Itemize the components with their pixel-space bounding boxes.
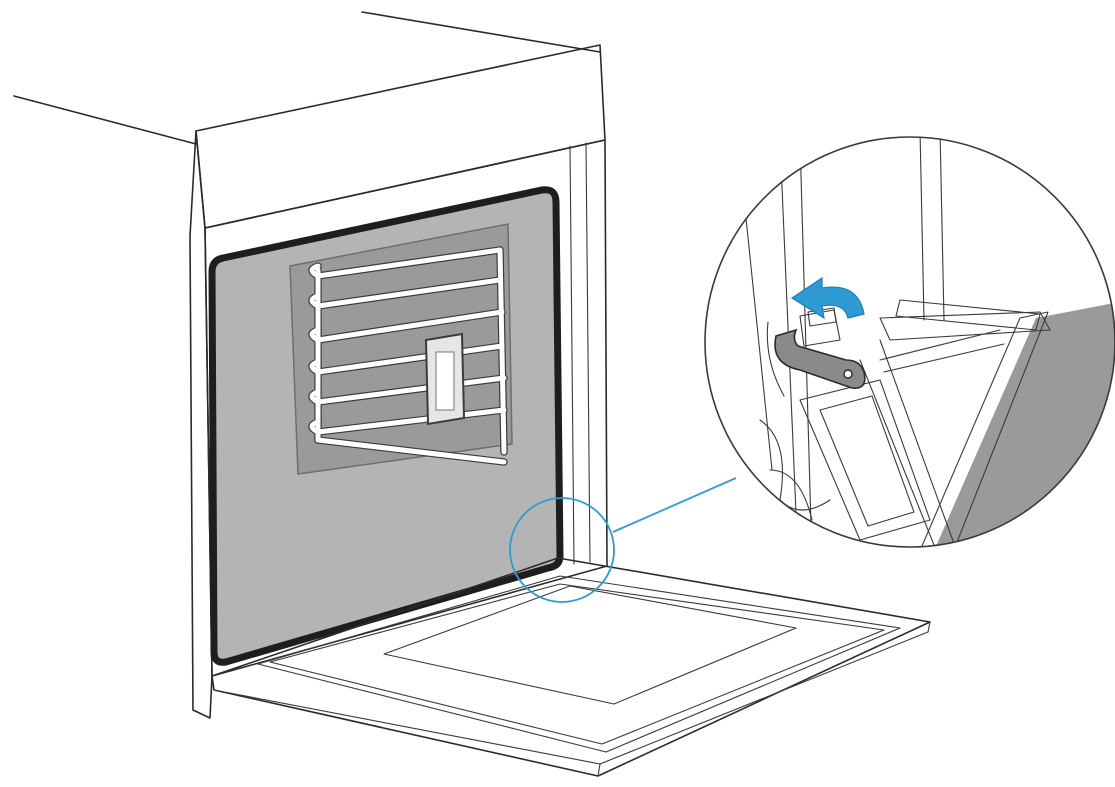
curved-arrow-icon (790, 276, 865, 320)
wire-shelf-rack (308, 246, 508, 466)
hinge-highlight-callout (509, 477, 737, 603)
oven-door-open (211, 557, 931, 777)
hinge-zoom-detail (704, 136, 1115, 548)
hinge-lever-icon (774, 328, 866, 389)
